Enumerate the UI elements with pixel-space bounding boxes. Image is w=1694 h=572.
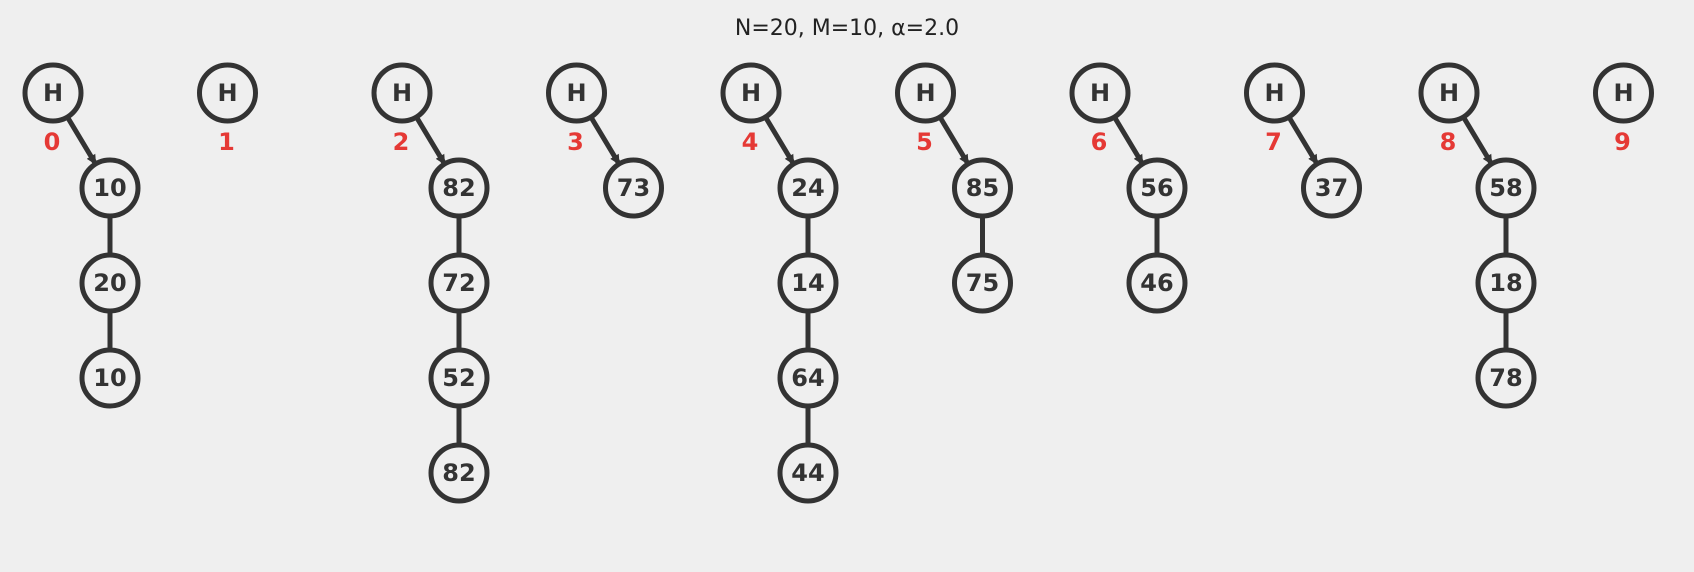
chain-node-value: 14 bbox=[791, 269, 824, 297]
bucket-index-label: 1 bbox=[218, 128, 235, 156]
chain-node bbox=[79, 347, 141, 409]
head-node-label: H bbox=[566, 79, 586, 107]
chain-node bbox=[777, 157, 839, 219]
buckets-layer: H0102010H1H282725282H373H424146444H58575… bbox=[22, 62, 1654, 504]
chain-node-value: 58 bbox=[1489, 174, 1522, 202]
chain-node bbox=[428, 347, 490, 409]
bucket-index-label: 4 bbox=[742, 128, 759, 156]
chain-node-value: 78 bbox=[1489, 364, 1522, 392]
chain-node bbox=[428, 157, 490, 219]
chain-node bbox=[79, 252, 141, 314]
head-pointer-arrow bbox=[1461, 115, 1493, 165]
chain-node-value: 73 bbox=[617, 174, 650, 202]
head-node bbox=[22, 62, 84, 124]
chain-node bbox=[1475, 347, 1537, 409]
chain-node bbox=[603, 157, 664, 219]
chain-node bbox=[1301, 157, 1362, 219]
chain-node bbox=[1126, 252, 1188, 314]
chain-node-value: 82 bbox=[442, 459, 475, 487]
head-node-label: H bbox=[1264, 79, 1284, 107]
head-node-label: H bbox=[1090, 79, 1110, 107]
head-node bbox=[371, 62, 433, 124]
chain-node bbox=[777, 442, 839, 504]
head-node-label: H bbox=[217, 79, 237, 107]
diagram-title: N=20, M=10, α=2.0 bbox=[735, 16, 959, 41]
head-node bbox=[895, 62, 956, 124]
bucket-7: H 7 37 bbox=[1244, 62, 1362, 219]
head-node-label: H bbox=[392, 79, 412, 107]
bucket-1: H1 bbox=[197, 62, 258, 156]
head-node bbox=[1069, 62, 1131, 124]
head-node bbox=[720, 62, 782, 124]
head-node-label: H bbox=[43, 79, 63, 107]
chain-node-value: 56 bbox=[1140, 174, 1173, 202]
bucket-2: H 2 82 72 52 82 bbox=[371, 62, 490, 504]
chain-node-value: 46 bbox=[1140, 269, 1173, 297]
bucket-5: H 5 85 75 bbox=[895, 62, 1013, 314]
bucket-6: H 6 56 46 bbox=[1069, 62, 1188, 314]
head-node bbox=[546, 62, 607, 124]
head-node bbox=[197, 62, 258, 124]
chain-node bbox=[1475, 252, 1537, 314]
chain-node bbox=[952, 252, 1013, 314]
bucket-9: H9 bbox=[1593, 62, 1654, 156]
bucket-index-label: 2 bbox=[393, 128, 410, 156]
bucket-0: H 0 10 20 10 bbox=[22, 62, 141, 409]
bucket-index-label: 7 bbox=[1265, 128, 1282, 156]
chain-node-value: 72 bbox=[442, 269, 475, 297]
head-node-label: H bbox=[915, 79, 935, 107]
chain-node bbox=[777, 347, 839, 409]
head-pointer-arrow bbox=[1286, 115, 1319, 165]
head-node bbox=[1593, 62, 1654, 124]
chain-node bbox=[1126, 157, 1188, 219]
bucket-index-label: 3 bbox=[567, 128, 584, 156]
bucket-8: H 8 58 18 78 bbox=[1418, 62, 1537, 409]
chain-node-value: 44 bbox=[791, 459, 824, 487]
chain-node-value: 10 bbox=[93, 174, 126, 202]
chain-node-value: 52 bbox=[442, 364, 475, 392]
chain-node-value: 10 bbox=[93, 364, 126, 392]
head-node bbox=[1244, 62, 1305, 124]
head-node bbox=[1418, 62, 1480, 124]
chain-node-value: 24 bbox=[791, 174, 824, 202]
head-pointer-arrow bbox=[1112, 115, 1144, 165]
chain-node bbox=[428, 252, 490, 314]
bucket-3: H 3 73 bbox=[546, 62, 664, 219]
chain-node-value: 85 bbox=[966, 174, 999, 202]
head-pointer-arrow bbox=[65, 115, 97, 165]
chain-node-value: 82 bbox=[442, 174, 475, 202]
chain-node bbox=[777, 252, 839, 314]
head-node-label: H bbox=[741, 79, 761, 107]
head-pointer-arrow bbox=[937, 115, 970, 165]
bucket-index-label: 0 bbox=[44, 128, 61, 156]
head-node-label: H bbox=[1613, 79, 1633, 107]
bucket-index-label: 5 bbox=[916, 128, 933, 156]
head-node-label: H bbox=[1439, 79, 1459, 107]
chain-node bbox=[79, 157, 141, 219]
bucket-index-label: 6 bbox=[1091, 128, 1108, 156]
bucket-index-label: 9 bbox=[1614, 128, 1631, 156]
chain-node bbox=[428, 442, 490, 504]
bucket-index-label: 8 bbox=[1440, 128, 1457, 156]
chain-node bbox=[952, 157, 1013, 219]
chain-node-value: 75 bbox=[966, 269, 999, 297]
chain-node-value: 20 bbox=[93, 269, 126, 297]
chain-node bbox=[1475, 157, 1537, 219]
head-pointer-arrow bbox=[588, 115, 621, 165]
head-pointer-arrow bbox=[763, 115, 795, 165]
chain-node-value: 18 bbox=[1489, 269, 1522, 297]
chain-node-value: 64 bbox=[791, 364, 824, 392]
bucket-4: H 4 24 14 64 44 bbox=[720, 62, 839, 504]
head-pointer-arrow bbox=[414, 115, 446, 165]
chain-node-value: 37 bbox=[1315, 174, 1348, 202]
